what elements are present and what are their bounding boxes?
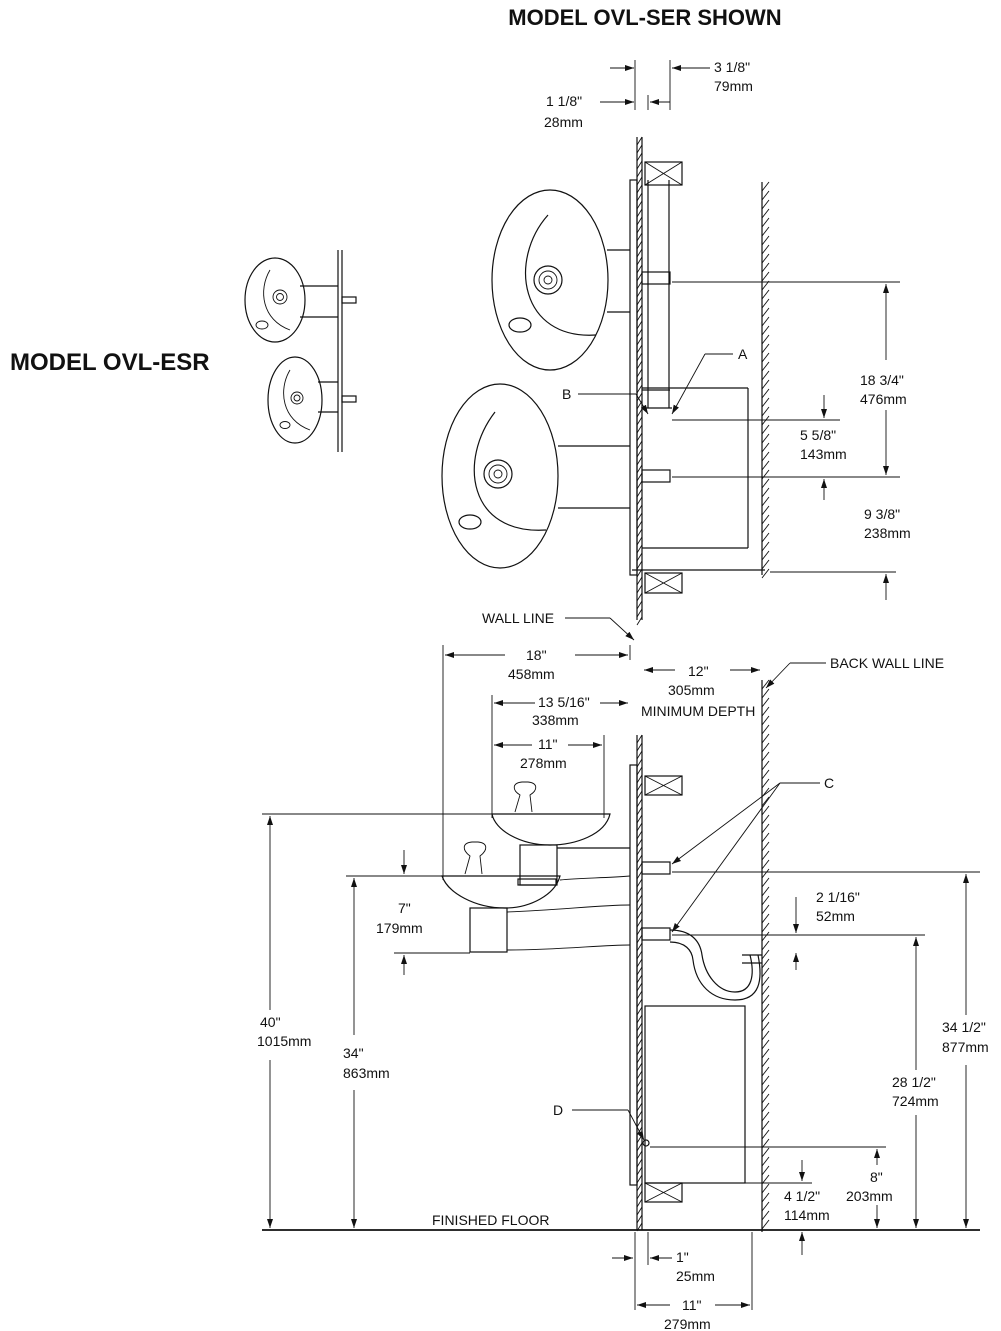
dim-1-mm: 25mm bbox=[676, 1268, 715, 1284]
dim-34-1-2-mm: 877mm bbox=[942, 1039, 989, 1055]
dim-3-1-8-mm: 79mm bbox=[714, 78, 753, 94]
dim-34-mm: 863mm bbox=[343, 1065, 390, 1081]
dim-40-mm: 1015mm bbox=[257, 1033, 311, 1049]
dim-40-in: 40" bbox=[260, 1014, 281, 1030]
dim-7-in: 7" bbox=[398, 900, 411, 916]
ser-upper-elevation bbox=[441, 137, 765, 620]
dim-11-bottom-mm: 279mm bbox=[664, 1316, 711, 1331]
dim-34-in: 34" bbox=[343, 1045, 364, 1061]
title-ovl-esr: MODEL OVL-ESR bbox=[10, 349, 210, 376]
dim-28-1-2-mm: 724mm bbox=[892, 1093, 939, 1109]
back-wall-hatch-lower bbox=[761, 679, 770, 1230]
ser-lower-section bbox=[441, 680, 763, 1232]
dim-11-top-mm: 278mm bbox=[520, 755, 567, 771]
dim-13-5-16-mm: 338mm bbox=[532, 712, 579, 728]
dim-3-1-8-in: 3 1/8" bbox=[714, 59, 750, 75]
dimension-lines bbox=[262, 60, 980, 1310]
wall-line-label: WALL LINE bbox=[482, 610, 554, 626]
dim-4-1-2-in: 4 1/2" bbox=[784, 1188, 820, 1204]
wall-plate-hatch bbox=[636, 136, 643, 1232]
dim-8-mm: 203mm bbox=[846, 1188, 893, 1204]
dim-9-3-8-in: 9 3/8" bbox=[864, 506, 900, 522]
dim-9-3-8-mm: 238mm bbox=[864, 525, 911, 541]
dim-18-3-4-in: 18 3/4" bbox=[860, 372, 904, 388]
dim-28-1-2-in: 28 1/2" bbox=[892, 1074, 936, 1090]
dim-18-3-4-mm: 476mm bbox=[860, 391, 907, 407]
dim-5-5-8-mm: 143mm bbox=[800, 446, 847, 462]
dim-1-1-8-in: 1 1/8" bbox=[546, 93, 582, 109]
dim-4-1-2-mm: 114mm bbox=[784, 1207, 830, 1223]
dim-18-in: 18" bbox=[526, 647, 547, 663]
finished-floor-label: FINISHED FLOOR bbox=[432, 1212, 549, 1228]
callout-a: A bbox=[738, 346, 748, 362]
dim-12-mm: 305mm bbox=[668, 682, 715, 698]
dim-34-1-2-in: 34 1/2" bbox=[942, 1019, 986, 1035]
dim-11-bottom-in: 11" bbox=[682, 1297, 702, 1313]
dim-2-1-16-mm: 52mm bbox=[816, 908, 855, 924]
minimum-depth-label: MINIMUM DEPTH bbox=[641, 703, 755, 719]
title-ovl-ser: MODEL OVL-SER SHOWN bbox=[508, 5, 781, 30]
dim-12-in: 12" bbox=[688, 663, 709, 679]
dim-5-5-8-in: 5 5/8" bbox=[800, 427, 836, 443]
dim-11-top-in: 11" bbox=[538, 736, 558, 752]
callout-b: B bbox=[562, 386, 571, 402]
back-wall-hatch-upper bbox=[761, 181, 770, 579]
dim-13-5-16-in: 13 5/16" bbox=[538, 694, 590, 710]
esr-front-view bbox=[244, 250, 357, 452]
dim-1-in: 1" bbox=[676, 1249, 689, 1265]
dimension-labels: 3 1/8" 79mm 1 1/8" 28mm A B 18 3/4" 476m… bbox=[257, 59, 989, 1331]
back-wall-line-label: BACK WALL LINE bbox=[830, 655, 944, 671]
dim-8-in: 8" bbox=[870, 1169, 883, 1185]
dim-7-mm: 179mm bbox=[376, 920, 423, 936]
callout-c: C bbox=[824, 775, 834, 791]
dim-2-1-16-in: 2 1/16" bbox=[816, 889, 860, 905]
dim-18-mm: 458mm bbox=[508, 666, 555, 682]
dim-1-1-8-mm: 28mm bbox=[544, 114, 583, 130]
callout-d: D bbox=[553, 1102, 563, 1118]
